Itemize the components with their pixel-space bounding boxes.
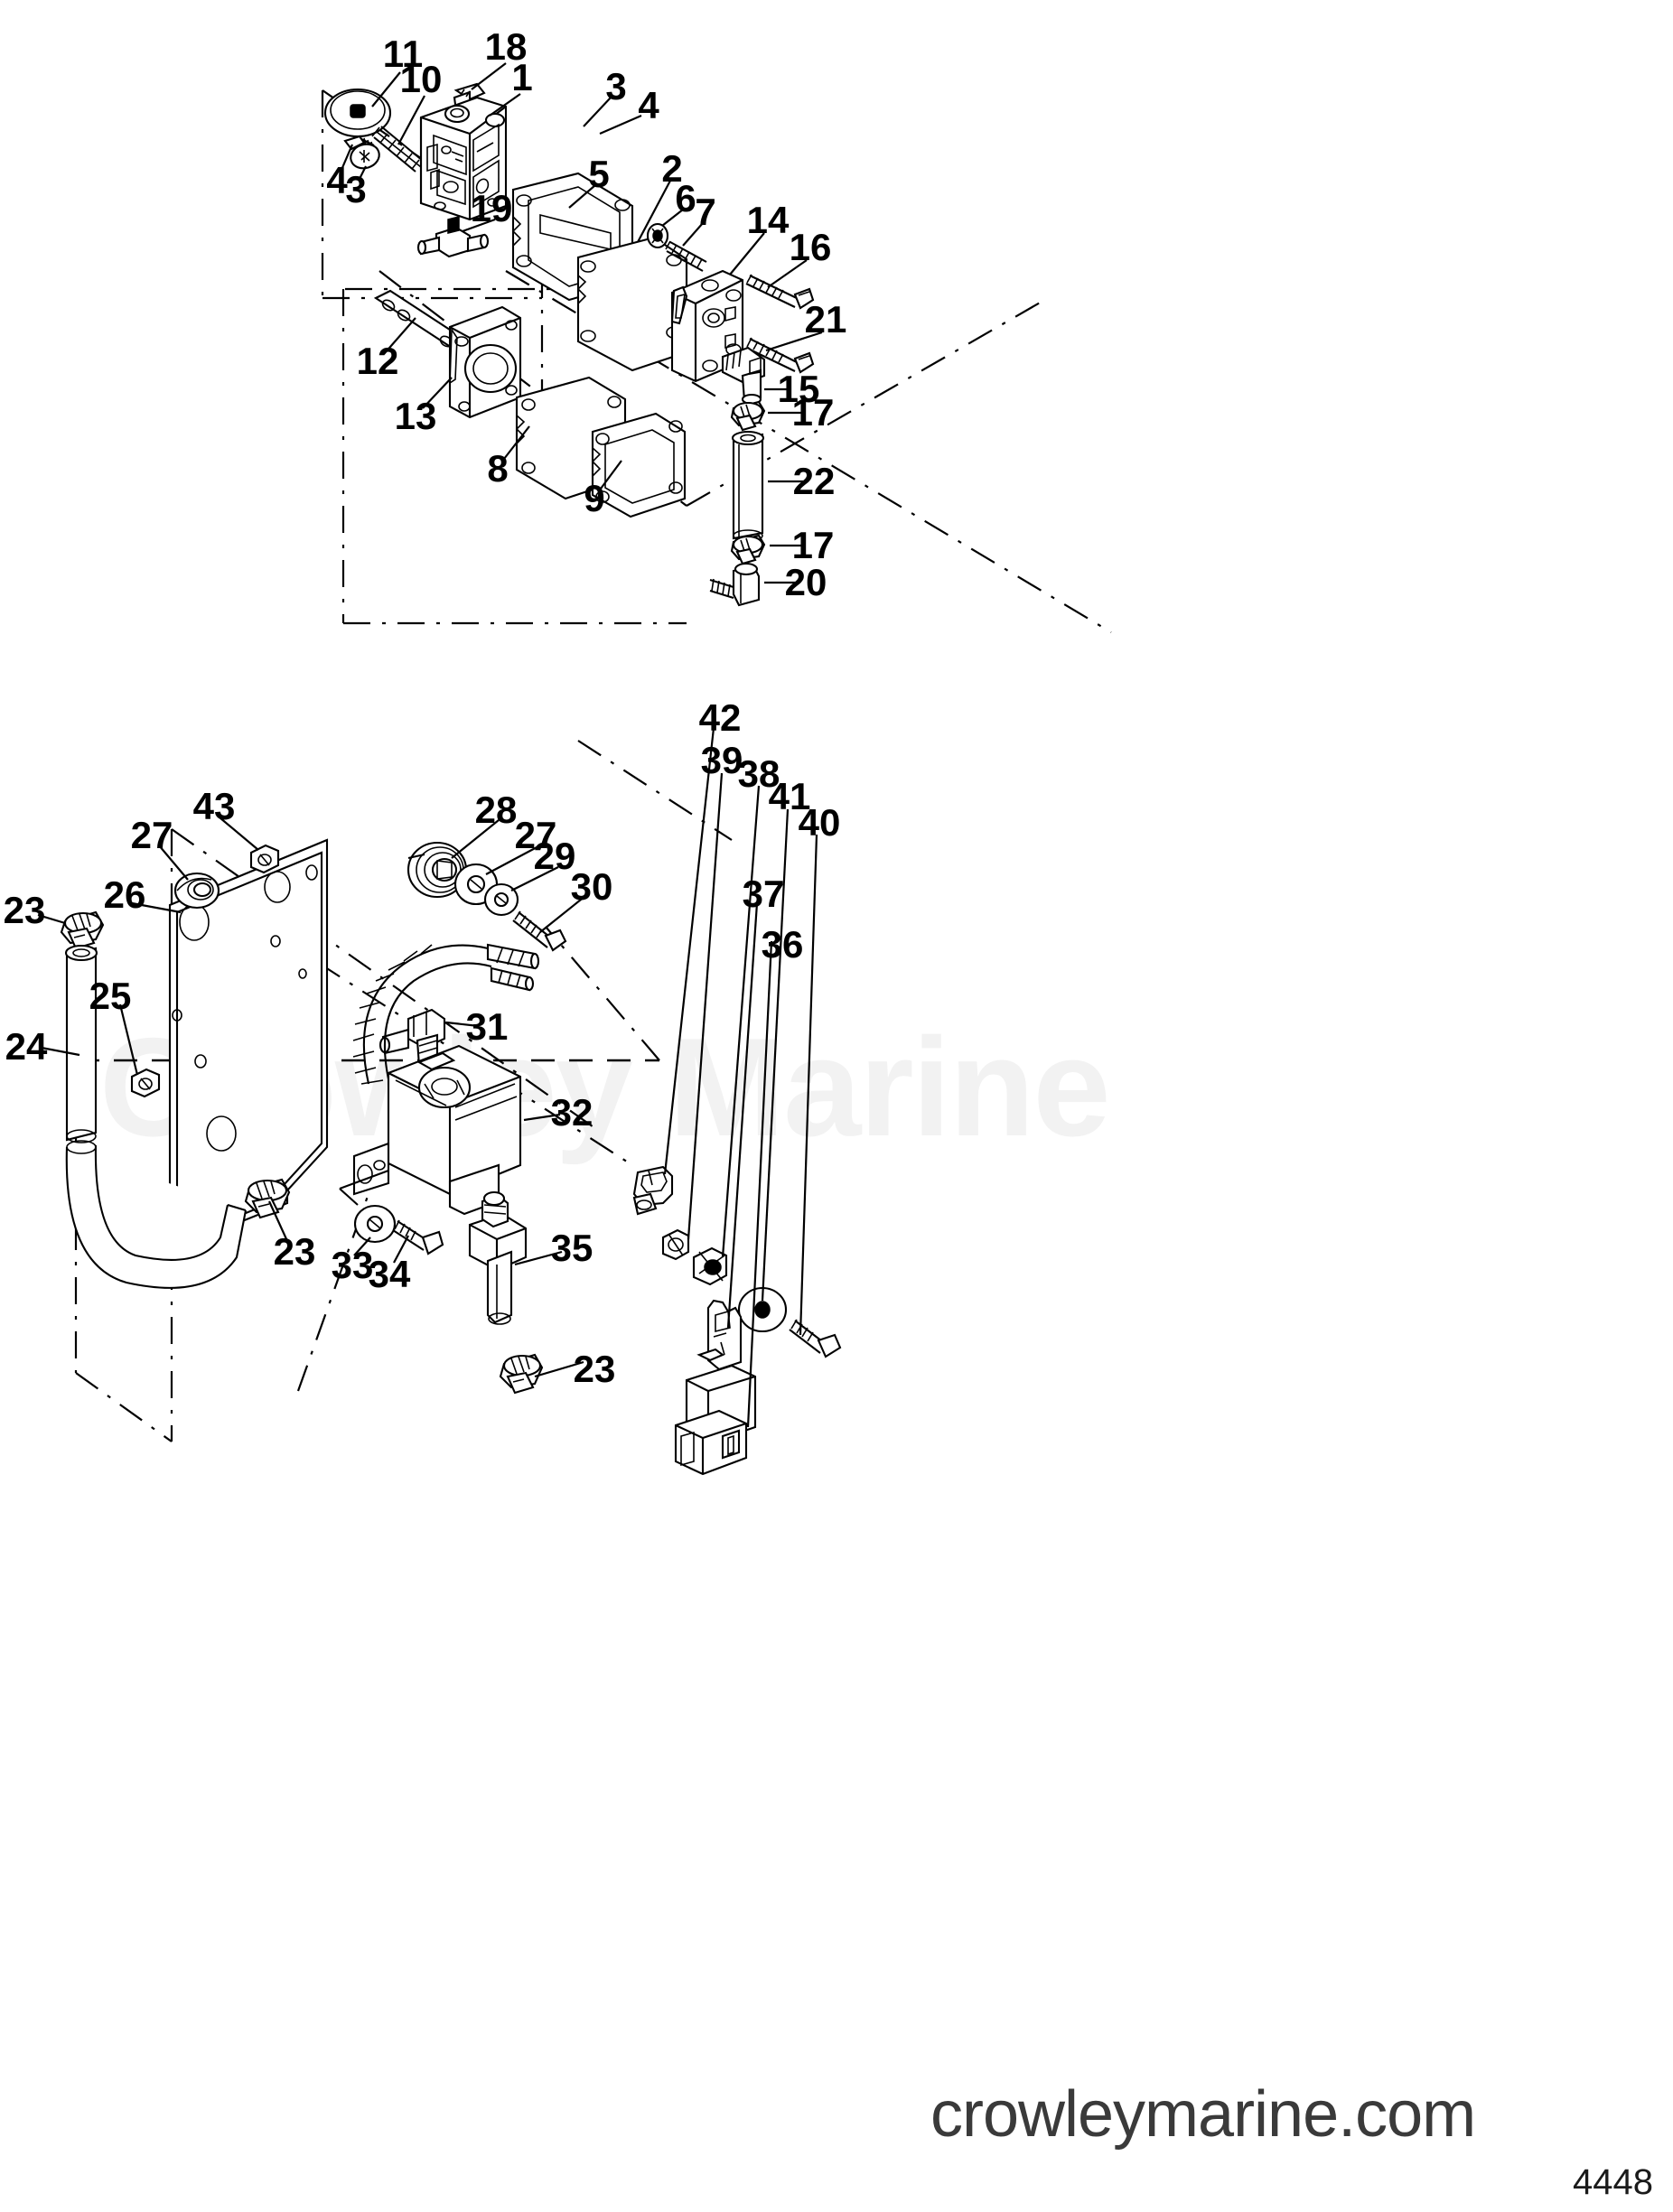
callout-21: 21	[804, 298, 847, 341]
part-22-tube	[733, 432, 763, 541]
callout-17b: 17	[791, 524, 835, 566]
callout-27a: 27	[130, 814, 173, 856]
callout-4b: 4	[326, 159, 348, 201]
part-35-temperature-switch	[470, 1192, 526, 1324]
part-27-grommet-left	[175, 873, 219, 908]
callout-13: 13	[394, 395, 437, 437]
part-6-washer	[648, 224, 668, 247]
part-7-screw	[666, 241, 706, 271]
callout-43: 43	[192, 785, 236, 827]
callout-32: 32	[550, 1091, 593, 1134]
callout-25: 25	[89, 975, 132, 1017]
callout-14: 14	[746, 199, 790, 241]
part-33-washer	[355, 1206, 395, 1242]
callout-9: 9	[584, 477, 605, 519]
callout-4a: 4	[638, 84, 659, 126]
callout-29: 29	[533, 835, 576, 877]
callout-5: 5	[588, 153, 610, 195]
part-25-nut	[132, 1069, 159, 1097]
callout-2: 2	[661, 147, 683, 190]
part-1-carburetor-body	[421, 98, 506, 219]
part-43-lock-nut	[251, 845, 278, 873]
part-16-bolt	[746, 275, 813, 308]
callout-40: 40	[798, 801, 841, 844]
callout-23c: 23	[573, 1348, 616, 1390]
callout-37: 37	[742, 873, 785, 915]
callout-27b: 27	[514, 814, 557, 856]
callout-24: 24	[5, 1025, 48, 1068]
part-23-clamp-upper-left	[61, 912, 103, 948]
part-29-washer-small	[485, 884, 518, 915]
callout-11: 11	[382, 33, 424, 75]
part-36-solenoid	[676, 1349, 755, 1474]
callout-31: 31	[465, 1005, 509, 1048]
callout-34: 34	[368, 1253, 411, 1295]
callout-28: 28	[474, 789, 518, 831]
callout-1: 1	[511, 56, 533, 98]
part-17-clamp-lower	[732, 536, 764, 564]
callout-30: 30	[570, 865, 613, 908]
part-23-clamp-bottom	[500, 1355, 542, 1393]
callout-35: 35	[550, 1227, 593, 1269]
callout-23b: 23	[273, 1230, 316, 1273]
wire-loom	[353, 945, 538, 1087]
part-24-hose	[66, 946, 246, 1288]
callout-39: 39	[700, 739, 743, 781]
figure-number: 4448	[1573, 2162, 1653, 2202]
callout-6: 6	[675, 177, 696, 219]
callout-26: 26	[103, 873, 146, 916]
callout-7: 7	[695, 191, 716, 233]
callout-12: 12	[356, 340, 399, 382]
callout-23a: 23	[3, 889, 46, 931]
callout-20: 20	[784, 561, 827, 603]
part-14-fuel-pump-body	[672, 271, 743, 381]
callout-41: 41	[768, 775, 811, 817]
part-15-elbow-connector	[723, 348, 764, 404]
brand-url-text: crowleymarine.com	[930, 2078, 1476, 2151]
leader-lines	[38, 63, 822, 1427]
part-13-adaptor-housing	[450, 307, 520, 417]
callout-18: 18	[484, 25, 528, 68]
callout-15: 15	[777, 368, 820, 410]
part-40-bolt	[790, 1320, 840, 1357]
part-19-tee-fitting	[418, 217, 488, 257]
part-30-bolt	[513, 911, 565, 950]
part-11-diaphragm	[325, 89, 390, 136]
callout-19: 19	[470, 187, 513, 229]
part-9-gasket	[593, 414, 685, 517]
callout-8: 8	[487, 447, 509, 490]
part-2-gasket	[578, 238, 687, 370]
part-23-clamp-mid	[246, 1180, 289, 1218]
part-42-clamp-bracket	[634, 1167, 672, 1214]
part-20-fitting	[710, 564, 759, 605]
callout-36: 36	[761, 923, 804, 966]
callout-33: 33	[331, 1244, 374, 1286]
part-10-spring	[372, 126, 423, 172]
callout-10: 10	[399, 58, 443, 100]
part-28-pulley	[408, 843, 466, 897]
part-34-bolt	[393, 1220, 443, 1254]
callout-42: 42	[698, 696, 742, 739]
callout-38: 38	[737, 752, 780, 795]
callout-3a: 3	[605, 65, 627, 107]
part-17-clamp-upper	[732, 402, 764, 430]
part-38-nut	[694, 1248, 726, 1284]
callout-17a: 17	[791, 391, 835, 434]
callout-16: 16	[789, 226, 832, 268]
part-3-washer	[348, 141, 382, 173]
callout-3b: 3	[345, 168, 367, 210]
callout-22: 22	[792, 460, 836, 502]
part-39-terminal	[663, 1230, 688, 1259]
